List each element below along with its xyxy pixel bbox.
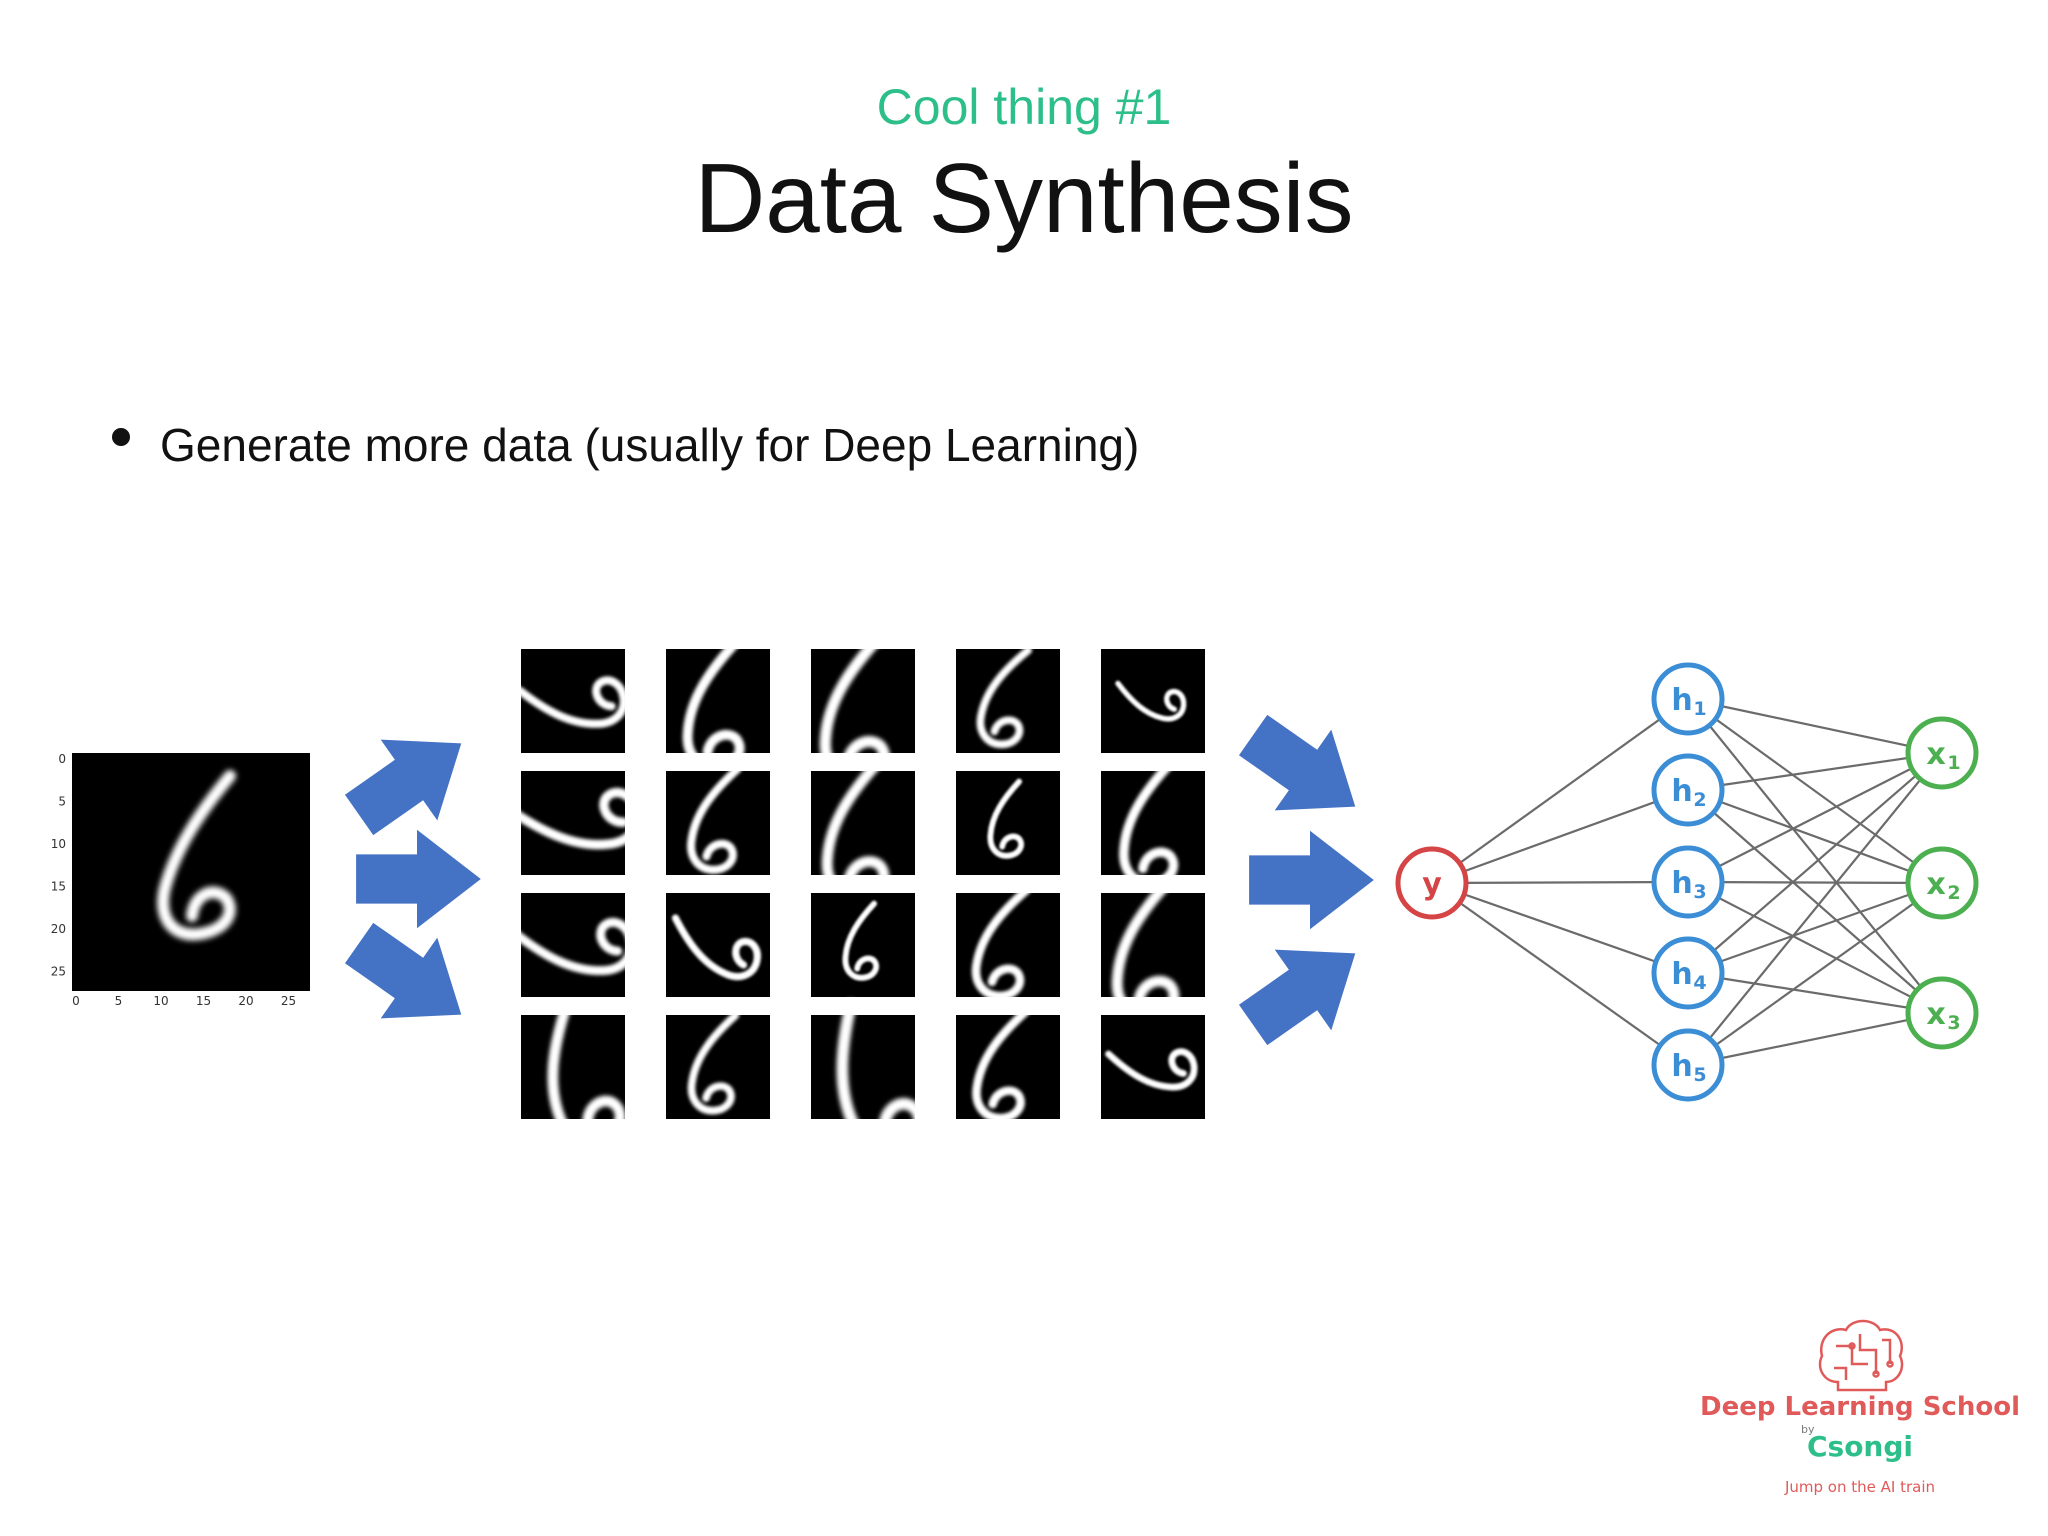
y-tick-label: 15 [51, 880, 66, 894]
x-tick-label: 0 [72, 994, 80, 1008]
slide-title: Data Synthesis [694, 143, 1354, 253]
output-node-y: y [1395, 846, 1469, 920]
augmented-digit [516, 893, 634, 997]
x-axis-ticks: 0 5 10 15 20 25 [72, 994, 296, 1008]
bullet-text: Generate more data (usually for Deep Lea… [160, 419, 1140, 471]
x-tick-label: 5 [115, 994, 123, 1008]
arrow-up-right [344, 739, 462, 836]
svg-text:5: 5 [1693, 1064, 1706, 1086]
augmented-digit [1101, 649, 1205, 753]
augmented-digit [666, 642, 770, 768]
svg-text:h: h [1671, 866, 1692, 901]
brain-icon [1818, 1319, 1904, 1392]
augmented-digit [1101, 764, 1205, 884]
augmented-digit [1101, 880, 1205, 1017]
x-tick-label: 10 [153, 994, 168, 1008]
augmented-digit [956, 771, 1060, 875]
logo-by: by [1801, 1423, 1815, 1436]
svg-text:3: 3 [1693, 881, 1706, 903]
arrow-down-right [1238, 714, 1356, 811]
augmented-digit [1101, 1015, 1205, 1119]
svg-text:2: 2 [1693, 789, 1706, 811]
y-tick-label: 0 [58, 752, 66, 766]
x-tick-label: 15 [196, 994, 211, 1008]
svg-text:2: 2 [1947, 882, 1960, 904]
svg-text:1: 1 [1947, 752, 1960, 774]
augmented-digit [666, 765, 770, 875]
y-axis-ticks: 0 5 10 15 20 25 [51, 752, 66, 979]
logo-author: Csongi [1806, 1430, 1914, 1463]
svg-text:x: x [1926, 997, 1945, 1032]
augmented-digit [956, 1008, 1060, 1120]
augmented-digits-grid [515, 636, 1205, 1163]
arrow-right [356, 829, 481, 929]
x-tick-label: 20 [238, 994, 253, 1008]
augment-arrows [344, 739, 481, 1019]
slide-subtitle: Cool thing #1 [876, 79, 1172, 135]
augmented-digit [801, 1003, 929, 1162]
y-tick-label: 10 [51, 837, 66, 851]
digit-six-stroke [157, 770, 236, 941]
svg-text:x: x [1926, 737, 1945, 772]
y-tick-label: 25 [51, 965, 66, 979]
augmented-digit [515, 771, 642, 875]
svg-text:1: 1 [1693, 698, 1706, 720]
training-arrows [1238, 714, 1374, 1046]
augmented-digit [518, 1005, 627, 1153]
svg-text:h: h [1671, 774, 1692, 809]
bullet-marker [112, 428, 130, 446]
augmented-digit [520, 649, 626, 753]
arrow-right [1249, 830, 1374, 930]
svg-text:h: h [1671, 683, 1692, 718]
svg-text:y: y [1422, 867, 1442, 902]
x-tick-label: 25 [281, 994, 296, 1008]
svg-text:4: 4 [1693, 972, 1706, 994]
logo-tagline: Jump on the AI train [1784, 1478, 1936, 1496]
augmented-digit [956, 645, 1060, 753]
augmented-digit [811, 893, 915, 997]
svg-text:x: x [1926, 867, 1945, 902]
network-edges [1431, 697, 1943, 1067]
logo-name: Deep Learning School [1700, 1392, 2020, 1422]
augmented-digit [811, 760, 915, 897]
digit-image [72, 753, 310, 991]
digit-plot: 0 5 10 15 20 25 0 5 10 15 20 25 [51, 752, 310, 1008]
svg-text:3: 3 [1947, 1012, 1960, 1034]
augmented-digit [663, 893, 770, 997]
y-tick-label: 5 [58, 795, 66, 809]
augmented-digit [811, 636, 915, 779]
arrow-up-right [1238, 949, 1356, 1046]
augmented-digit [956, 886, 1060, 999]
svg-text:h: h [1671, 957, 1692, 992]
svg-text:h: h [1671, 1049, 1692, 1084]
augmented-digit [666, 1012, 770, 1119]
arrow-down-right [344, 922, 462, 1019]
y-tick-label: 20 [51, 922, 66, 936]
